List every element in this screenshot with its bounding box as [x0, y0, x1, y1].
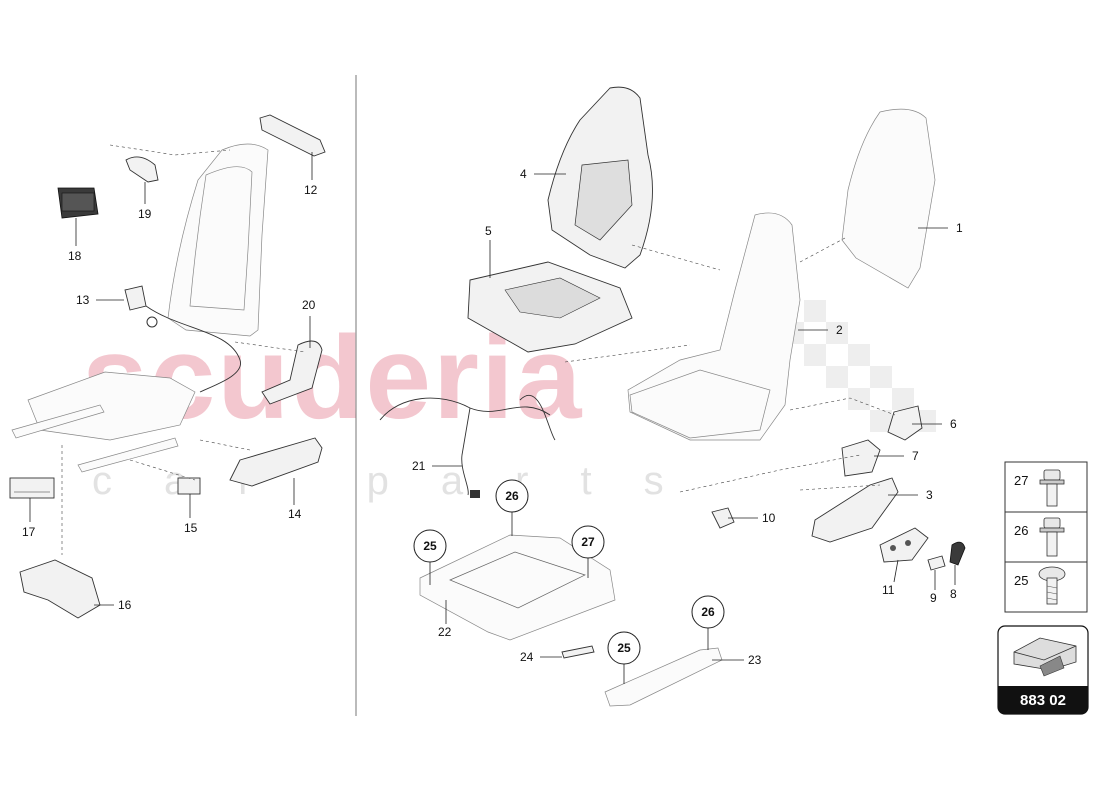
part-4-detail [574, 159, 633, 241]
part-22-shape [419, 534, 616, 641]
part-21-shape [379, 395, 556, 496]
seat-base-frame [27, 371, 196, 441]
checker-flag-watermark [760, 300, 936, 432]
part-label-23: 23 [748, 653, 762, 667]
part-label-12: 12 [304, 183, 318, 197]
part-8-shape [949, 541, 966, 566]
part-5-detail [504, 277, 601, 319]
part-label-11: 11 [882, 583, 895, 597]
part-1-shape [841, 108, 936, 289]
ref-circle [607, 631, 641, 665]
right-dash-4 [679, 454, 861, 493]
part-label-3: 3 [926, 488, 933, 502]
right-assembly [379, 86, 966, 707]
part-label-15: 15 [184, 521, 198, 535]
ref-circle [495, 479, 529, 513]
figure-badge: 883 02 [997, 625, 1089, 715]
part-2-cushion [629, 369, 771, 439]
part-12-shape [259, 114, 326, 157]
bolt-torx-icon [1038, 566, 1066, 605]
ref-27: 27 [581, 535, 595, 549]
part-6-shape [887, 405, 923, 441]
part-label-4: 4 [520, 167, 527, 181]
left-dash-4 [129, 459, 196, 481]
part-10-shape [711, 507, 735, 529]
part-16-shape [19, 559, 101, 619]
ref-circle [571, 525, 605, 559]
part-13-ring [146, 316, 158, 328]
part-label-1: 1 [956, 221, 963, 235]
fastener-legend: 27 26 25 [1004, 461, 1088, 613]
part-label-5: 5 [485, 224, 492, 238]
leader-lines [29, 152, 956, 684]
right-dash-2 [799, 237, 846, 263]
legend-label-26: 26 [1014, 523, 1028, 538]
part-labels: 1 2 3 4 5 6 7 8 9 10 11 12 13 14 15 16 1… [22, 167, 963, 667]
part-label-24: 24 [520, 650, 534, 664]
right-dash-5 [789, 397, 896, 416]
part-label-20: 20 [302, 298, 316, 312]
part-14-shape [229, 437, 323, 487]
part-18-face [61, 192, 95, 212]
part-20-shape [261, 340, 323, 405]
part-label-6: 6 [950, 417, 957, 431]
part-label-7: 7 [912, 449, 919, 463]
part-13-cable [145, 305, 241, 393]
seat-rail-right [77, 437, 179, 473]
part-label-9: 9 [930, 591, 937, 605]
part-label-18: 18 [68, 249, 82, 263]
right-dash-3 [564, 344, 691, 363]
part-label-10: 10 [762, 511, 776, 525]
seat-rail-left [11, 404, 105, 439]
part-19-shape [125, 156, 159, 183]
legend-frame [1004, 461, 1088, 613]
part-label-8: 8 [950, 587, 957, 601]
right-dash-1 [631, 244, 721, 271]
part-label-22: 22 [438, 625, 452, 639]
part-24-shape [561, 645, 595, 659]
legend-label-25: 25 [1014, 573, 1028, 588]
part-17-shape [9, 477, 55, 499]
part-label-2: 2 [836, 323, 843, 337]
part-9-shape [927, 555, 946, 571]
part-label-13: 13 [76, 293, 90, 307]
leader-11 [893, 559, 899, 583]
figure-label-bar [998, 686, 1088, 714]
ref-25-lower: 25 [617, 641, 631, 655]
part-22-inner [449, 551, 586, 609]
part-label-14: 14 [288, 507, 302, 521]
part-label-19: 19 [138, 207, 152, 221]
watermark: scuderia car parts [82, 300, 936, 503]
part-11-shape [879, 527, 929, 563]
part-label-16: 16 [118, 598, 132, 612]
part-11-button [890, 545, 896, 551]
ref-26-upper: 26 [505, 489, 519, 503]
bolt-flanged-icon [1039, 469, 1065, 507]
part-7-shape [841, 439, 881, 477]
left-dash-1 [109, 144, 231, 156]
figure-number: 883 02 [1020, 692, 1066, 709]
part-3-shape [811, 477, 899, 543]
ref-circle [413, 529, 447, 563]
right-dash-6 [799, 484, 881, 491]
circled-refs: 26 25 27 26 25 [413, 479, 725, 665]
bolt-hex-flange-icon [1039, 517, 1065, 557]
ref-circle [691, 595, 725, 629]
seat-back-frame-inner [189, 166, 253, 311]
part-21-connector [470, 490, 480, 498]
part-label-21: 21 [412, 459, 426, 473]
ref-25-left: 25 [423, 539, 437, 553]
part-15-shape [177, 477, 201, 495]
part-13-shape [124, 285, 147, 311]
left-dash-5 [199, 439, 251, 451]
legend-label-27: 27 [1014, 473, 1028, 488]
direction-arrow-icon [1013, 637, 1077, 677]
ref-26-lower: 26 [701, 605, 715, 619]
part-11-button [905, 540, 911, 546]
part-label-17: 17 [22, 525, 36, 539]
left-assembly [9, 114, 326, 619]
